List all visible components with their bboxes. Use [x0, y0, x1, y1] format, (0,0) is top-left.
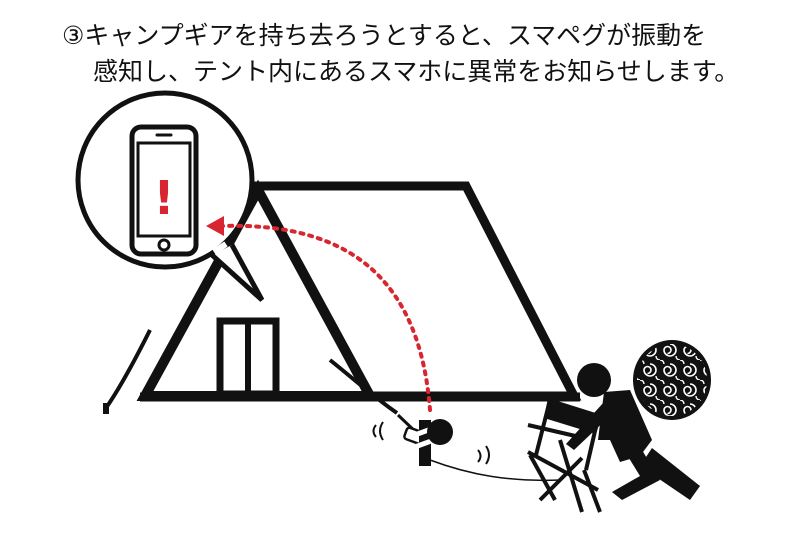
thief-icon: [427, 363, 700, 500]
camp-chair-icon: [527, 398, 602, 513]
smartphone-icon: [129, 124, 199, 257]
caption-line-1: ③キャンプギアを持ち去ろうとすると、スマペグが振動を: [62, 21, 707, 50]
caption: ③キャンプギアを持ち去ろうとすると、スマペグが振動を 感知し、テント内にあるスマ…: [0, 0, 800, 90]
alert-signal-path: [206, 216, 432, 412]
loot-sack-icon: [633, 340, 711, 420]
caption-line-2: 感知し、テント内にあるスマホに異常をお知らせします。: [93, 57, 740, 86]
vibration-icon: [372, 421, 490, 465]
tent-door-icon: [216, 317, 280, 398]
exclamation-icon: !: [154, 171, 175, 225]
